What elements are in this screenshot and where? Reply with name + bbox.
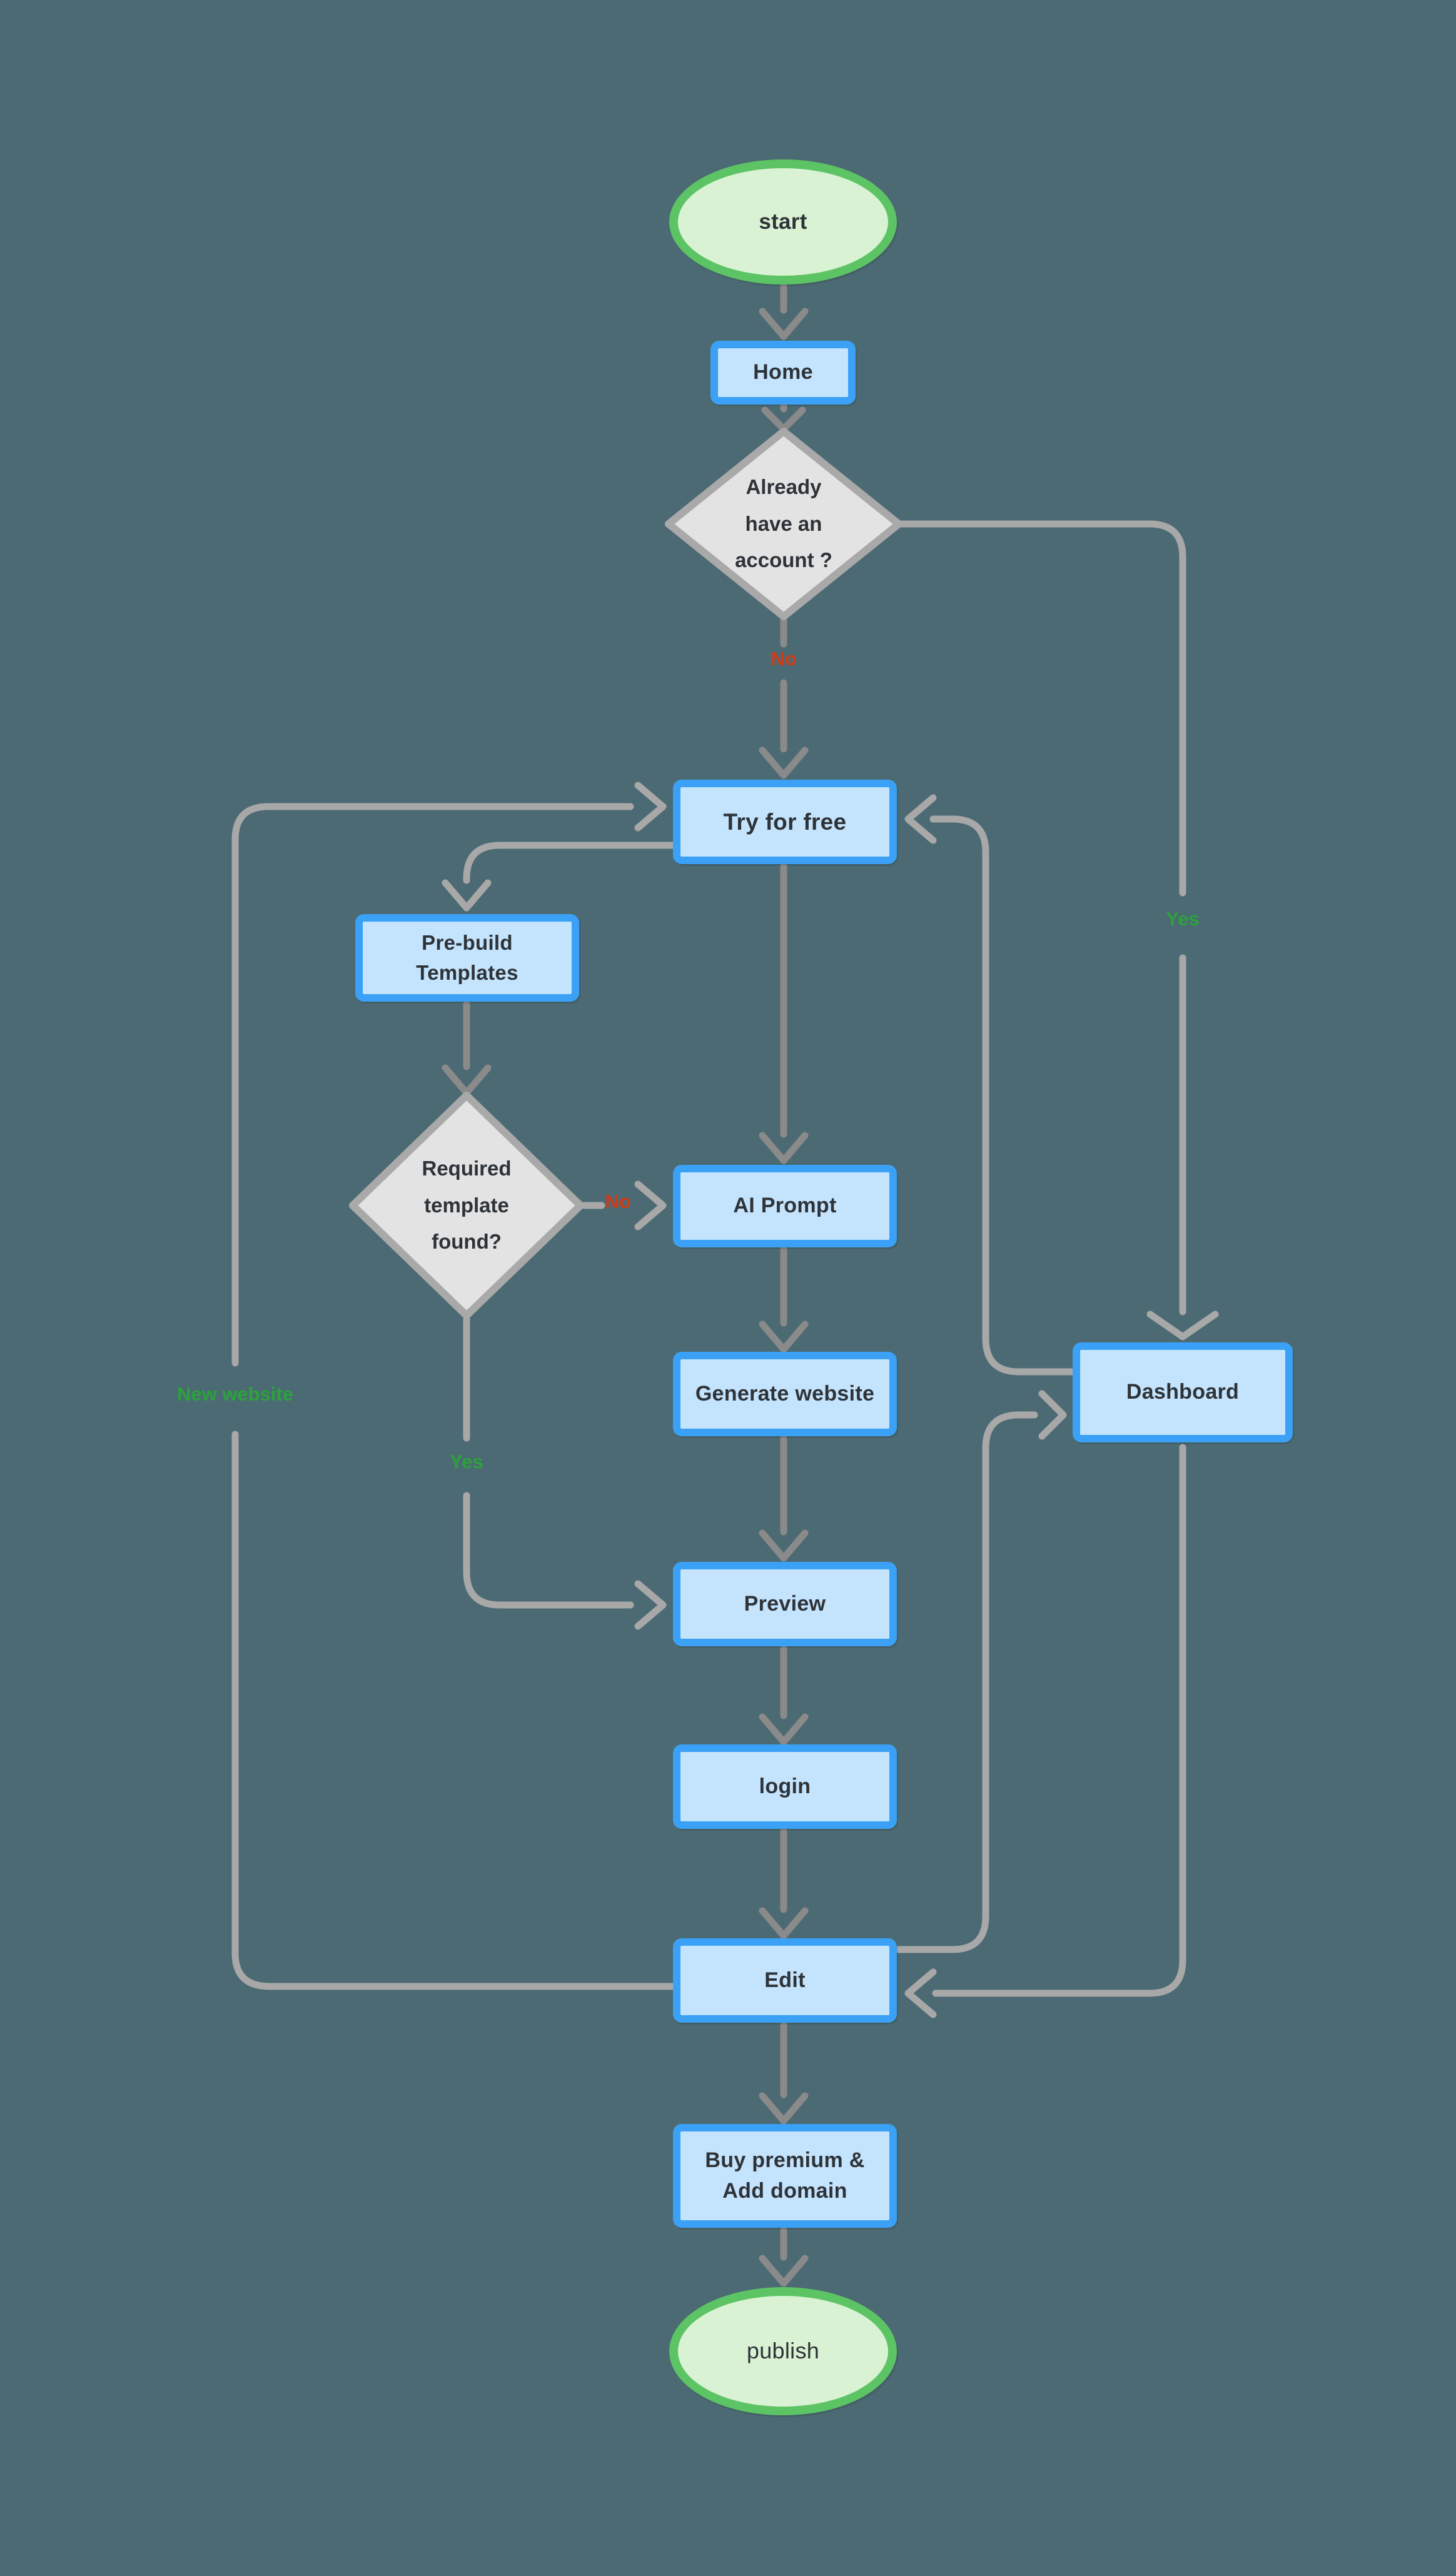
edge-ai-prompt-to-generate bbox=[759, 1246, 809, 1353]
edge-label-new-website: New website bbox=[176, 1383, 294, 1405]
edge-label-yes-account: Yes bbox=[1166, 908, 1200, 930]
edge-label-yes-template: Yes bbox=[450, 1451, 483, 1472]
edge-label-no-template: No bbox=[605, 1190, 631, 1212]
node-try-for-free-label: Try for free bbox=[723, 808, 847, 835]
node-publish-label: publish bbox=[746, 2338, 820, 2364]
node-ai-prompt[interactable]: AI Prompt bbox=[673, 1165, 897, 1247]
node-edit[interactable]: Edit bbox=[673, 1938, 897, 2023]
edge-buy-premium-to-publish bbox=[759, 2226, 809, 2287]
node-start[interactable]: start bbox=[669, 159, 897, 284]
edge-dashboard-to-try-free bbox=[904, 794, 1076, 1376]
decision-diamond-account-check bbox=[665, 428, 902, 620]
loop-arrows bbox=[231, 520, 1219, 2018]
node-generate-website-label: Generate website bbox=[695, 1381, 875, 1406]
edge-template-check-no-to-ai-prompt bbox=[580, 1180, 667, 1230]
edge-no-to-try-free bbox=[759, 679, 809, 779]
node-ai-prompt-label: AI Prompt bbox=[733, 1194, 837, 1218]
node-edit-label: Edit bbox=[764, 1968, 806, 1992]
decision-diamond-template-check bbox=[349, 1092, 584, 1319]
node-dashboard-label: Dashboard bbox=[1126, 1380, 1240, 1404]
node-buy-premium-add-domain-label: Buy premium & Add domain bbox=[705, 2148, 865, 2203]
edge-templates-to-template-check bbox=[442, 1000, 492, 1097]
node-try-for-free[interactable]: Try for free bbox=[673, 780, 897, 864]
node-login-label: login bbox=[759, 1774, 811, 1798]
edge-edit-to-new-website-lower bbox=[231, 1431, 677, 1990]
node-template-check[interactable]: Required template found? bbox=[422, 1156, 512, 1254]
edge-account-check-yes-lower-to-dashboard bbox=[1146, 954, 1219, 1341]
edge-try-free-to-templates bbox=[442, 842, 677, 912]
edge-edit-to-buy-premium bbox=[759, 2021, 809, 2125]
node-account-check[interactable]: Already have an account ? bbox=[735, 475, 832, 572]
node-preview[interactable]: Preview bbox=[673, 1562, 897, 1646]
node-publish[interactable]: publish bbox=[669, 2287, 897, 2415]
node-preview-label: Preview bbox=[744, 1591, 826, 1616]
node-buy-premium-add-domain[interactable]: Buy premium & Add domain bbox=[673, 2124, 897, 2228]
straight-arrows bbox=[442, 283, 809, 2287]
edge-home-to-account-check bbox=[761, 403, 806, 433]
edge-account-check-yes-upper bbox=[895, 520, 1186, 897]
node-dashboard[interactable]: Dashboard bbox=[1073, 1342, 1293, 1442]
node-home-label: Home bbox=[753, 360, 813, 385]
edge-dashboard-to-edit bbox=[904, 1444, 1186, 2018]
node-start-label: start bbox=[759, 209, 807, 234]
node-login[interactable]: login bbox=[673, 1744, 897, 1829]
node-prebuild-templates[interactable]: Pre-build Templates bbox=[355, 914, 579, 1002]
edge-label-no-account: No bbox=[771, 648, 797, 670]
edge-new-website-upper-to-try-free bbox=[231, 782, 667, 1367]
edge-generate-to-preview bbox=[759, 1435, 809, 1562]
edge-edit-to-dashboard bbox=[895, 1390, 1067, 1953]
node-home[interactable]: Home bbox=[710, 341, 856, 405]
node-generate-website[interactable]: Generate website bbox=[673, 1352, 897, 1436]
edge-yes-to-preview bbox=[463, 1492, 667, 1630]
edge-preview-to-login bbox=[759, 1645, 809, 1746]
edge-login-to-edit bbox=[759, 1828, 809, 1940]
edge-try-free-to-ai-prompt bbox=[759, 863, 809, 1164]
edge-start-to-home bbox=[759, 283, 809, 340]
node-prebuild-templates-label: Pre-build Templates bbox=[416, 931, 518, 984]
